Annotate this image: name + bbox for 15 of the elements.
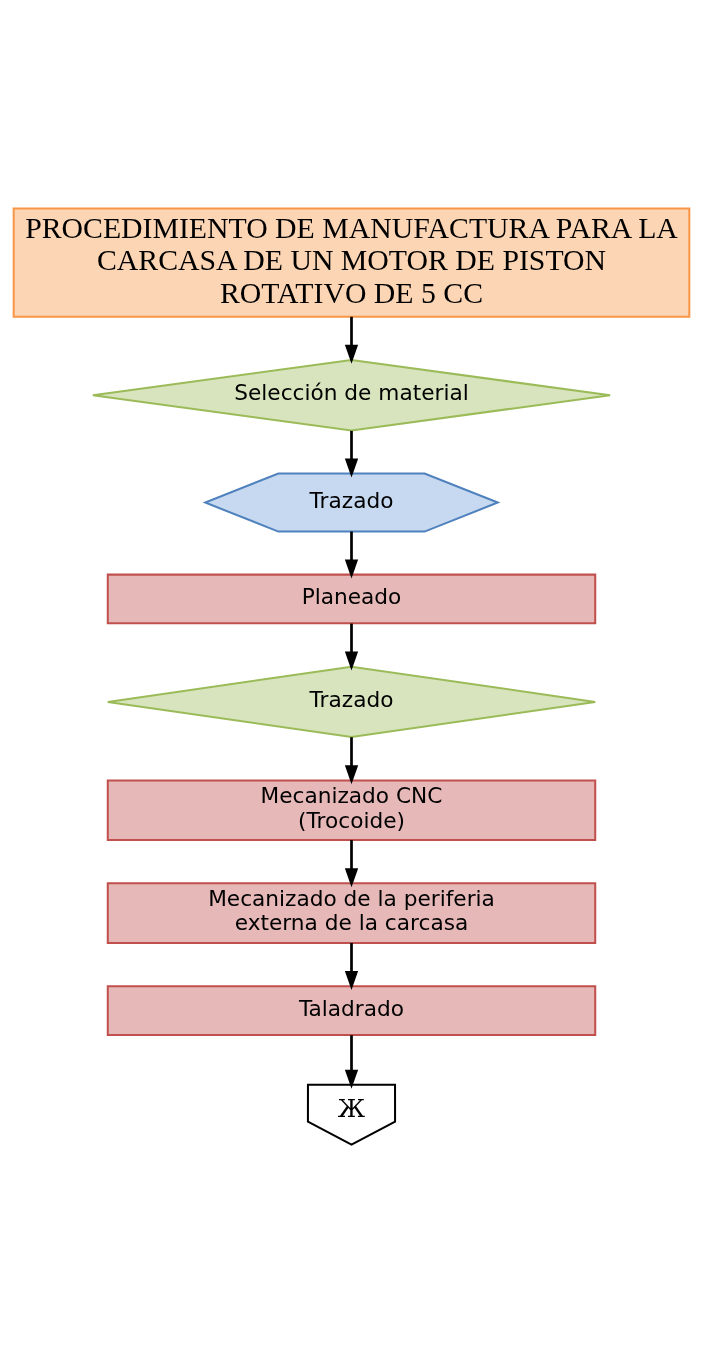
- arrow: [344, 316, 359, 364]
- node-box: PROCEDIMIENTO DE MANUFACTURA PARA LA CARCASA DE UN MOTOR DE PISTON ROTATIVO DE 5 CC: [12, 206, 691, 318]
- node-box: Planeado: [106, 573, 597, 624]
- node-box: Taladrado: [106, 984, 597, 1036]
- arrow: [344, 839, 359, 887]
- node-box: Mecanizado CNC (Trocoide): [106, 778, 597, 841]
- arrow: [344, 942, 359, 990]
- arrow: [344, 430, 359, 478]
- node-box: Mecanizado de la periferia externa de la carcasa: [106, 881, 597, 944]
- arrow: [344, 623, 359, 670]
- arrow: [344, 1034, 359, 1089]
- node-diamond: Trazado: [106, 665, 597, 738]
- arrow: [344, 736, 359, 784]
- arrow: [344, 531, 359, 578]
- node-diamond: Selección de material: [91, 358, 612, 431]
